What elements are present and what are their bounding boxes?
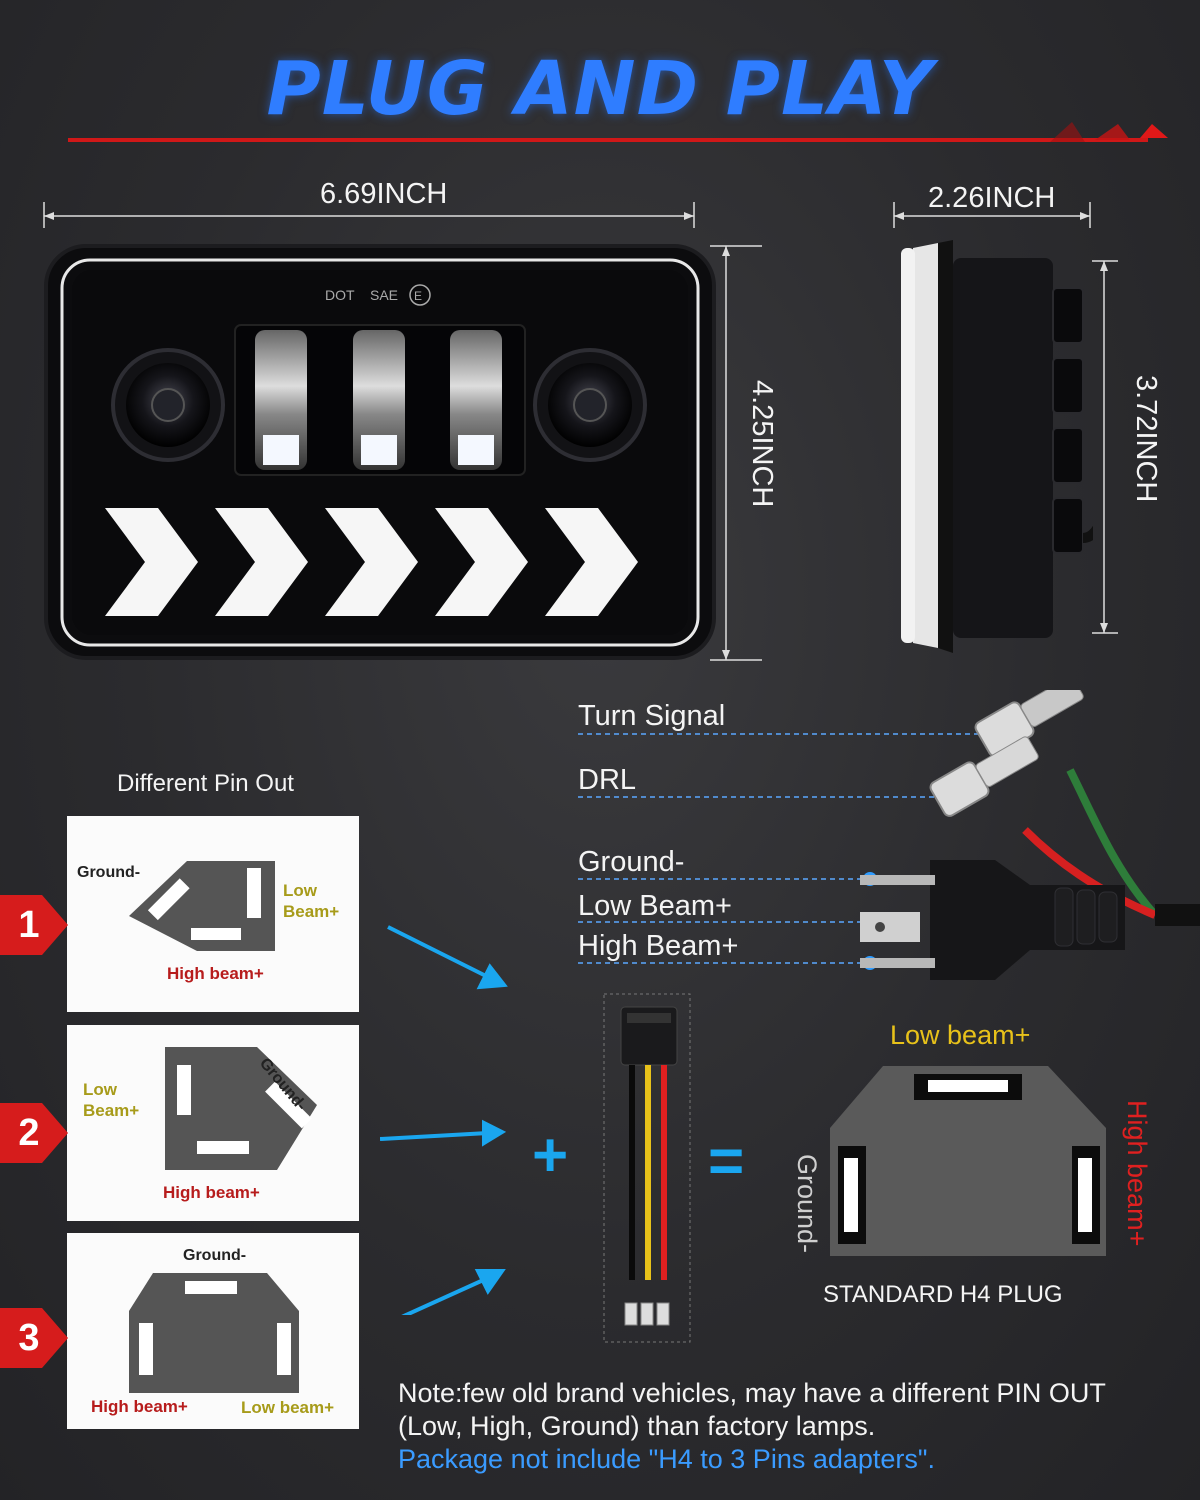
pin-out-arrows — [380, 925, 508, 1315]
pin-out-plug-2 — [165, 1047, 317, 1170]
ground-label: Ground- — [578, 846, 685, 878]
high-beam-label: High Beam+ — [578, 930, 739, 962]
plus-sign: + — [532, 1121, 569, 1190]
pin-out-card-2: Ground- Low Beam+ High beam+ — [67, 1025, 359, 1221]
pin2-high: High beam+ — [163, 1183, 260, 1202]
front-width-dimension-line — [43, 202, 695, 228]
badge-1: 1 — [18, 904, 40, 946]
side-depth-label: 2.26INCH — [928, 182, 1056, 214]
pin-out-plug-3 — [129, 1273, 299, 1393]
side-height-dimension-line — [1092, 260, 1118, 634]
pin3-ground: Ground- — [183, 1247, 247, 1264]
adapter-harness-icon — [603, 993, 691, 1343]
front-height-label: 4.25INCH — [746, 380, 778, 508]
note-line-1: Note:few old brand vehicles, may have a … — [398, 1378, 1106, 1408]
svg-text:DOT: DOT — [325, 287, 355, 303]
pin-out-card-3: Ground- High beam+ Low beam+ — [67, 1233, 359, 1429]
standard-low-label: Low beam+ — [890, 1020, 1031, 1050]
badge-3: 3 — [18, 1317, 40, 1359]
pin3-low: Low beam+ — [241, 1398, 335, 1417]
svg-text:SAE: SAE — [370, 287, 398, 303]
svg-text:E: E — [414, 289, 422, 303]
badge-2-arrow-icon — [0, 1103, 68, 1163]
badge-2: 2 — [18, 1112, 40, 1154]
side-depth-dimension-line — [893, 202, 1091, 228]
note-block: Note:few old brand vehicles, may have a … — [398, 1377, 1188, 1476]
pin1-ground: Ground- — [77, 864, 141, 881]
headlight-side-view — [901, 240, 1093, 653]
badge-1-arrow-icon — [0, 895, 68, 955]
side-height-label: 3.72INCH — [1130, 375, 1162, 503]
page-title: PLUG AND PLAY — [266, 46, 934, 132]
low-beam-label: Low Beam+ — [578, 890, 732, 922]
note-line-3: Package not include "H4 to 3 Pins adapte… — [398, 1444, 935, 1474]
drl-label: DRL — [578, 764, 637, 796]
standard-ground-label: Ground- — [792, 1154, 822, 1254]
pin-out-card-1: Ground- Low Beam+ High beam+ — [67, 816, 359, 1012]
pin3-high: High beam+ — [91, 1397, 188, 1416]
equals-sign: = — [708, 1127, 745, 1196]
front-height-dimension-line — [710, 245, 762, 661]
headlight-front-view: DOT SAE E — [44, 244, 716, 660]
turn-signal-label: Turn Signal — [578, 700, 726, 732]
standard-plug-caption: STANDARD H4 PLUG — [823, 1281, 1063, 1308]
pin1-low: Low Beam+ — [283, 881, 340, 921]
title-arrows-decoration — [1050, 122, 1168, 142]
pin-out-title: Different Pin Out — [117, 770, 294, 797]
pin1-high: High beam+ — [167, 964, 264, 983]
pin2-low: Low Beam+ — [83, 1080, 140, 1120]
badge-3-arrow-icon — [0, 1308, 68, 1368]
title-underline — [68, 138, 1148, 142]
standard-high-label: High beam+ — [1122, 1100, 1152, 1247]
front-width-label: 6.69INCH — [320, 178, 448, 210]
standard-h4-plug — [830, 1066, 1106, 1256]
h4-connector-harness — [860, 690, 1200, 980]
pin-out-plug-1 — [129, 861, 275, 951]
note-line-2: (Low, High, Ground) than factory lamps. — [398, 1411, 876, 1441]
